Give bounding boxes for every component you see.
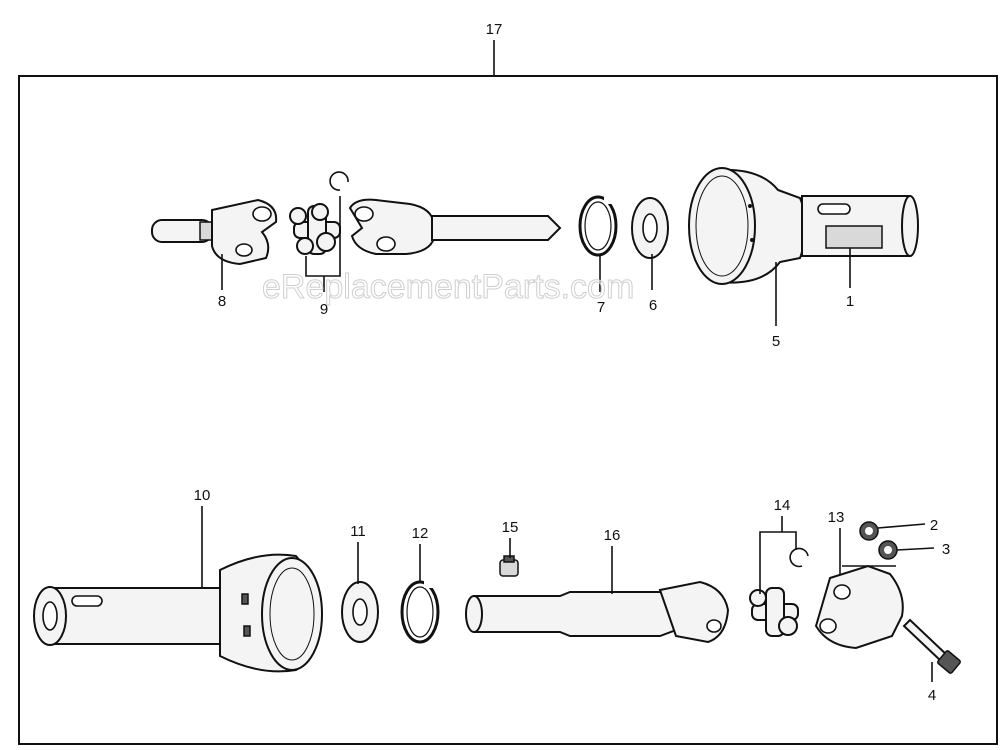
part-9-cross-journal	[289, 171, 349, 277]
part-16-inner-shaft-yoke	[465, 580, 730, 644]
part-9-yoke-shaft	[348, 198, 562, 255]
label-9: 9	[320, 301, 328, 318]
part-12-snap-ring	[400, 580, 440, 644]
label-3: 3	[942, 541, 950, 558]
label-15: 15	[502, 519, 519, 536]
label-8: 8	[218, 293, 226, 310]
part-14-cross-journal	[749, 531, 809, 637]
label-4: 4	[928, 687, 936, 704]
leader-3	[896, 547, 935, 551]
label-16: 16	[604, 527, 621, 544]
part-1-tube	[801, 195, 919, 257]
part-15-grease-fitting	[499, 555, 519, 577]
label-5: 5	[772, 333, 780, 350]
label-13: 13	[828, 509, 845, 526]
label-12: 12	[412, 525, 429, 542]
leader-2	[877, 523, 926, 529]
part-2-nut	[859, 521, 879, 541]
part-7-snap-ring	[578, 195, 618, 257]
part-13-yoke	[814, 564, 904, 650]
label-2: 2	[930, 517, 938, 534]
part-5-guard-cone	[688, 167, 807, 285]
label-1: 1	[846, 293, 854, 310]
label-6: 6	[649, 297, 657, 314]
part-10-tube-guard	[33, 553, 323, 673]
label-17: 17	[486, 21, 503, 38]
label-14: 14	[774, 497, 791, 514]
part-9-snap-ring	[329, 171, 349, 191]
watermark: eReplacementParts.com	[262, 268, 634, 306]
part-3-nut	[878, 540, 898, 560]
label-10: 10	[194, 487, 211, 504]
part-11-washer	[341, 581, 379, 643]
label-7: 7	[597, 299, 605, 316]
part-14-snap-ring	[789, 547, 809, 568]
part-6-washer	[631, 197, 669, 259]
assembly-frame	[18, 75, 998, 745]
part-8-yoke-shaft	[151, 198, 278, 266]
label-11: 11	[350, 523, 366, 540]
part-4-bolt	[902, 618, 961, 674]
